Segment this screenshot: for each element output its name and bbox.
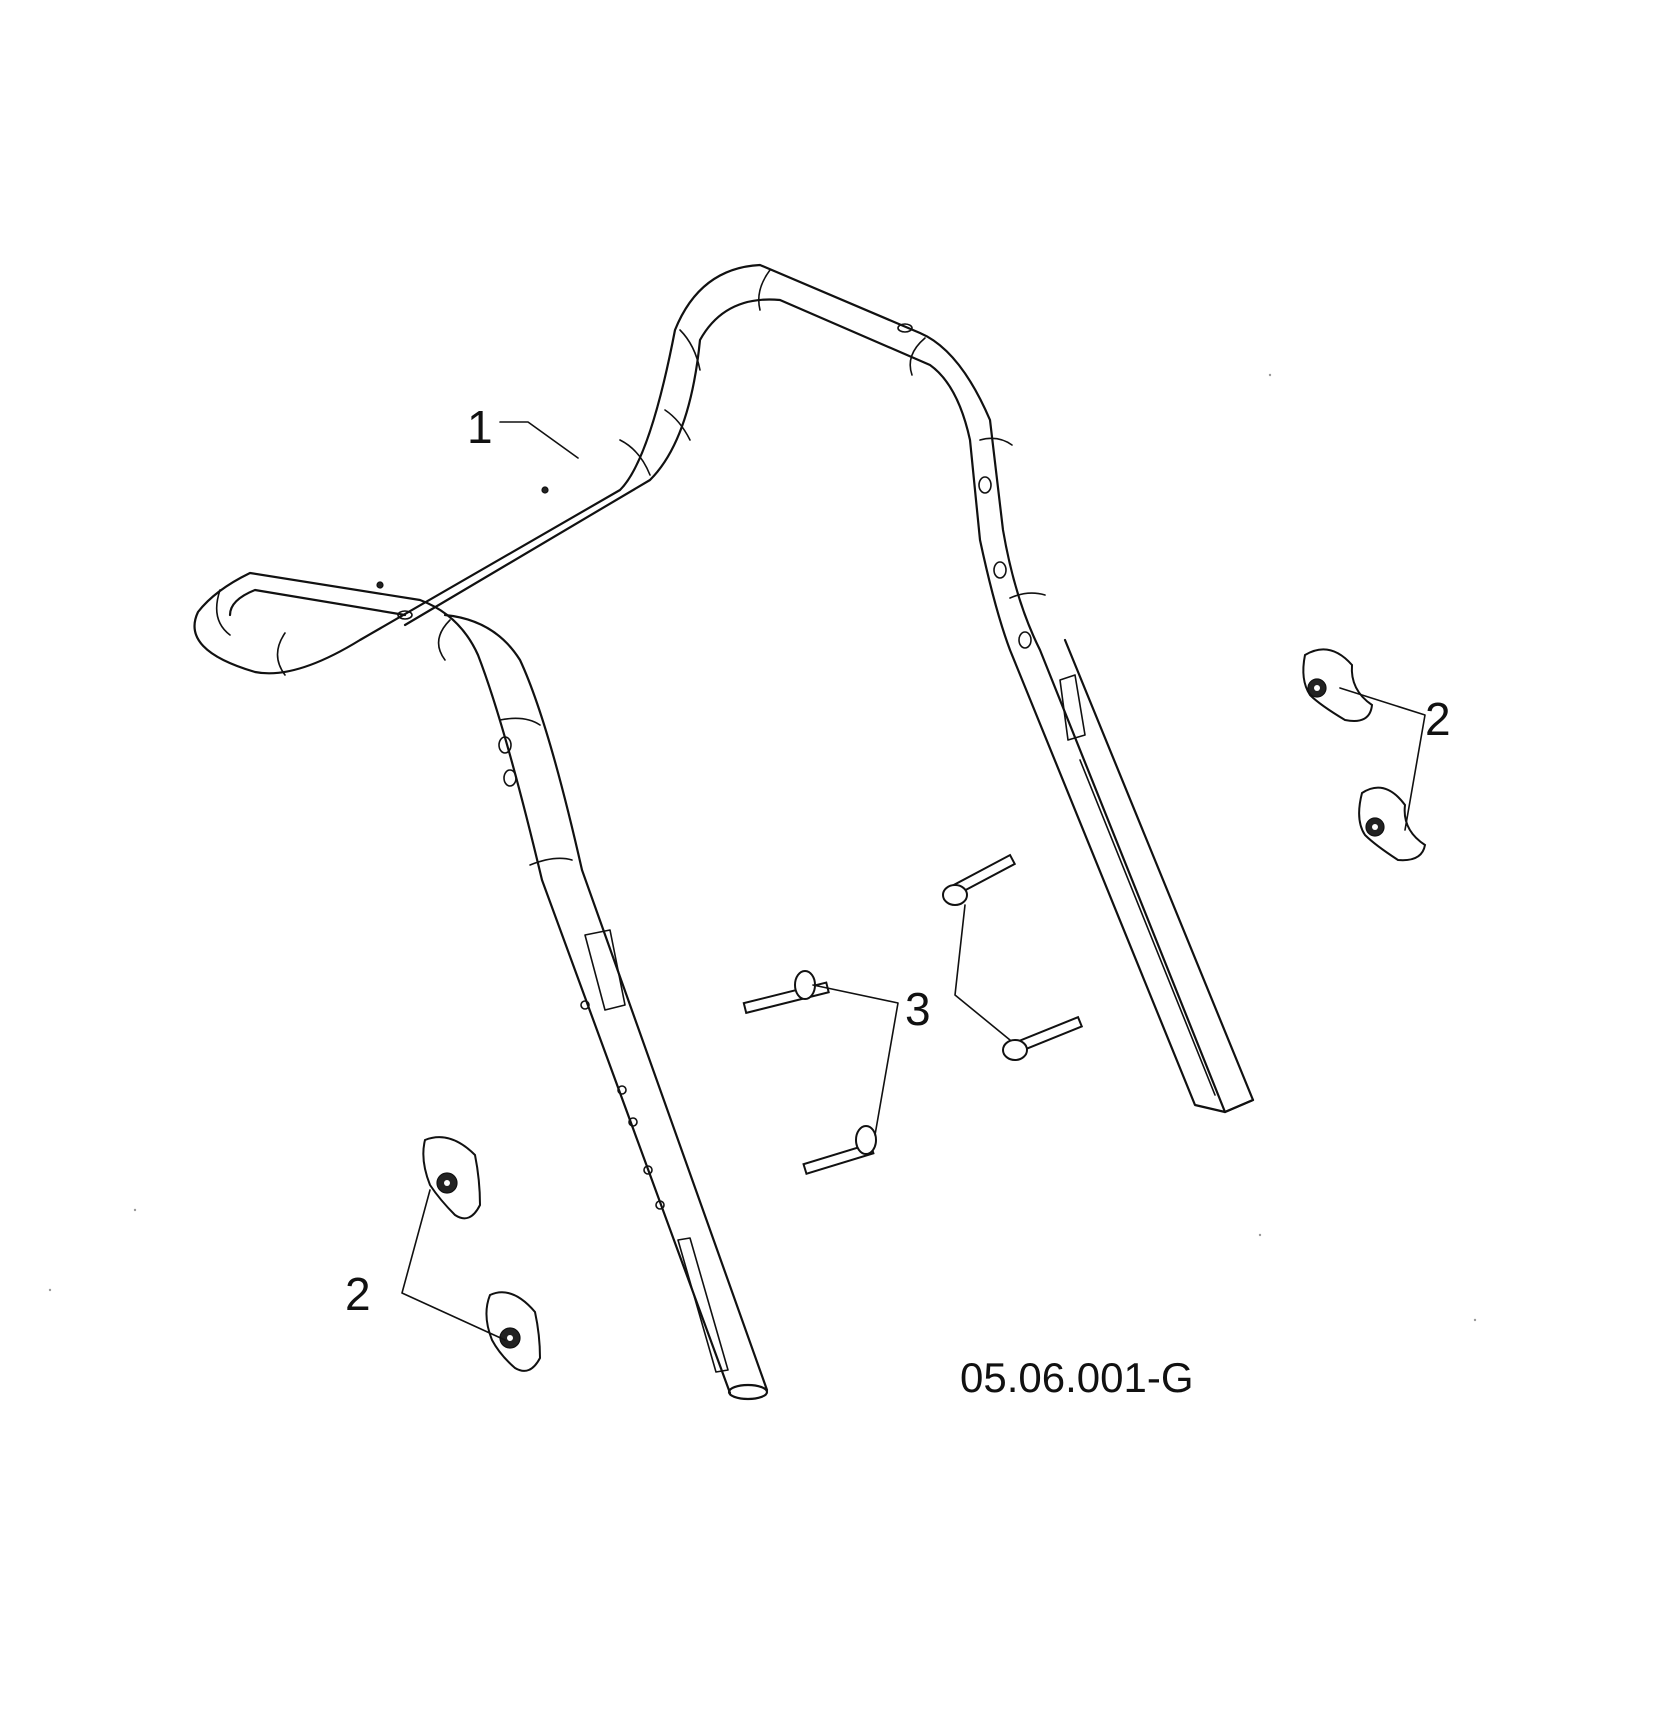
leader-2-right	[1339, 687, 1426, 831]
leader-lines	[401, 421, 1426, 1341]
handle-slots	[584, 674, 1216, 1373]
bolt-carriage-upper	[942, 853, 1017, 906]
handle-right-end	[1223, 1098, 1255, 1114]
callout-1: 1	[467, 401, 493, 453]
bolts-group	[742, 853, 1084, 1176]
callout-3: 3	[905, 983, 931, 1035]
figure-code: 05.06.001-G	[960, 1354, 1194, 1401]
leader-2-left	[401, 1189, 506, 1341]
handle-outer-contour	[193, 263, 1255, 1395]
knob-right-lower	[1358, 786, 1427, 862]
knob-right-upper	[1302, 648, 1374, 722]
scan-specks	[48, 373, 1477, 1322]
bolt-carriage-lower	[1002, 1015, 1084, 1061]
bolt-hex-upper	[742, 970, 830, 1015]
handle-inner-contour	[228, 298, 1227, 1392]
handle-tube	[193, 263, 1255, 1401]
leader-3-right	[954, 904, 1011, 1041]
callout-2-left: 2	[345, 1268, 371, 1320]
knobs-group	[422, 648, 1427, 1372]
handle-seam-rings	[215, 269, 1046, 866]
knob-left-lower	[485, 1291, 542, 1372]
leader-3-left	[812, 984, 899, 1136]
leader-1	[499, 421, 579, 459]
callout-2-right: 2	[1425, 693, 1451, 745]
handle-holes	[376, 323, 1032, 1210]
bolt-hex-lower	[802, 1125, 877, 1176]
knob-left-upper	[422, 1136, 482, 1220]
handle-left-end	[727, 1383, 769, 1401]
